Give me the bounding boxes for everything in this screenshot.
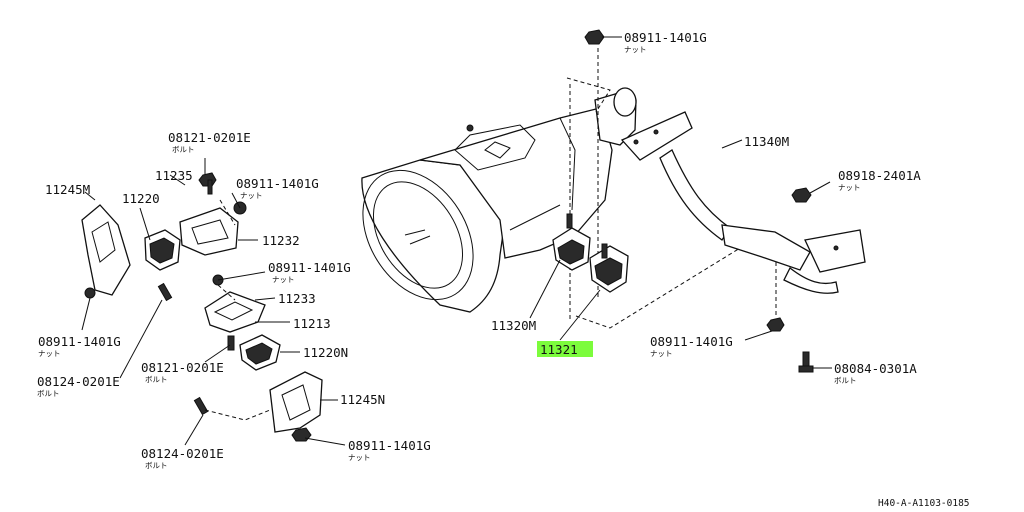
label-nut-left-part[interactable]: 08911-1401G (38, 334, 121, 349)
label-part-11213[interactable]: 11213 (293, 316, 331, 331)
label-mount-left-part[interactable]: 11320M (491, 318, 536, 333)
label-part-11233[interactable]: 11233 (278, 291, 316, 306)
label-nut-upper-mid-name: ナット (240, 191, 263, 200)
leader-lines (81, 36, 832, 446)
label-part-11232[interactable]: 11232 (262, 233, 300, 248)
label-bolt-lower-right-part[interactable]: 08084-0301A (834, 361, 917, 376)
label-bolt-lower-right-name: ボルト (834, 376, 857, 385)
label-nut-left-name: ナット (38, 349, 61, 358)
label-nut-right-name: ナット (838, 183, 861, 192)
assembly-line-lower (575, 244, 746, 329)
label-nut-bottom-part[interactable]: 08911-1401G (348, 438, 431, 453)
bracket-11233-drawing (204, 291, 266, 333)
assembly-line-left-3 (204, 409, 271, 421)
label-mount-right-part[interactable]: 11321 (540, 342, 578, 357)
assembly-line-left-1 (219, 199, 236, 226)
mount-11320m-drawing (552, 213, 591, 271)
label-bolt-mid-part[interactable]: 08121-0201E (141, 360, 224, 375)
highlight-11321 (537, 341, 593, 357)
label-nut-lower-right-part[interactable]: 08911-1401G (650, 334, 733, 349)
label-part-11245n[interactable]: 11245N (340, 392, 385, 407)
nut-top-drawing (584, 29, 605, 45)
mount-11321-drawing (589, 243, 629, 293)
nut-right-drawing (791, 187, 812, 203)
label-nut-right-part[interactable]: 08918-2401A (838, 168, 921, 183)
label-bolt-left-name: ボルト (37, 389, 60, 398)
fasteners-left-drawing (84, 172, 312, 442)
nut-lower-right-drawing (766, 317, 785, 332)
label-nut-top-name: ナット (624, 45, 647, 54)
label-bolt-bottom-part[interactable]: 08124-0201E (141, 446, 224, 461)
label-nut-upper-mid-part[interactable]: 08911-1401G (236, 176, 319, 191)
insulator-11220n-drawing (239, 334, 281, 371)
figure-reference: H40-A-A1103-0185 (878, 498, 970, 509)
bracket-11232-drawing (179, 207, 239, 256)
label-nut-top-part[interactable]: 08911-1401G (624, 30, 707, 45)
label-nut-mid-part[interactable]: 08911-1401G (268, 260, 351, 275)
bolt-lower-right-drawing (798, 351, 814, 373)
label-nut-mid-name: ナット (272, 275, 295, 284)
label-part-11220n[interactable]: 11220N (303, 345, 348, 360)
label-nut-bottom-name: ナット (348, 453, 371, 462)
label-part-11245m[interactable]: 11245M (45, 182, 90, 197)
insulator-11220-drawing (144, 229, 181, 271)
label-crossmember-part[interactable]: 11340M (744, 134, 789, 149)
label-part-11220[interactable]: 11220 (122, 191, 160, 206)
label-part-11235[interactable]: 11235 (155, 168, 193, 183)
assembly-line-left-2 (217, 284, 236, 301)
bracket-11245m-drawing (81, 204, 131, 296)
label-bolt-left-part[interactable]: 08124-0201E (37, 374, 120, 389)
bracket-11245n-drawing (269, 371, 323, 433)
crossmember-11340m-drawing (620, 111, 866, 294)
transmission-housing-drawing (361, 87, 637, 313)
label-bolt-bottom-name: ボルト (145, 461, 168, 470)
label-bolt-mid-name: ボルト (145, 375, 168, 384)
label-nut-lower-right-name: ナット (650, 349, 673, 358)
label-bolt-upper-left-name: ボルト (172, 145, 195, 154)
assembly-line-top (566, 77, 611, 113)
label-bolt-upper-left-part[interactable]: 08121-0201E (168, 130, 251, 145)
